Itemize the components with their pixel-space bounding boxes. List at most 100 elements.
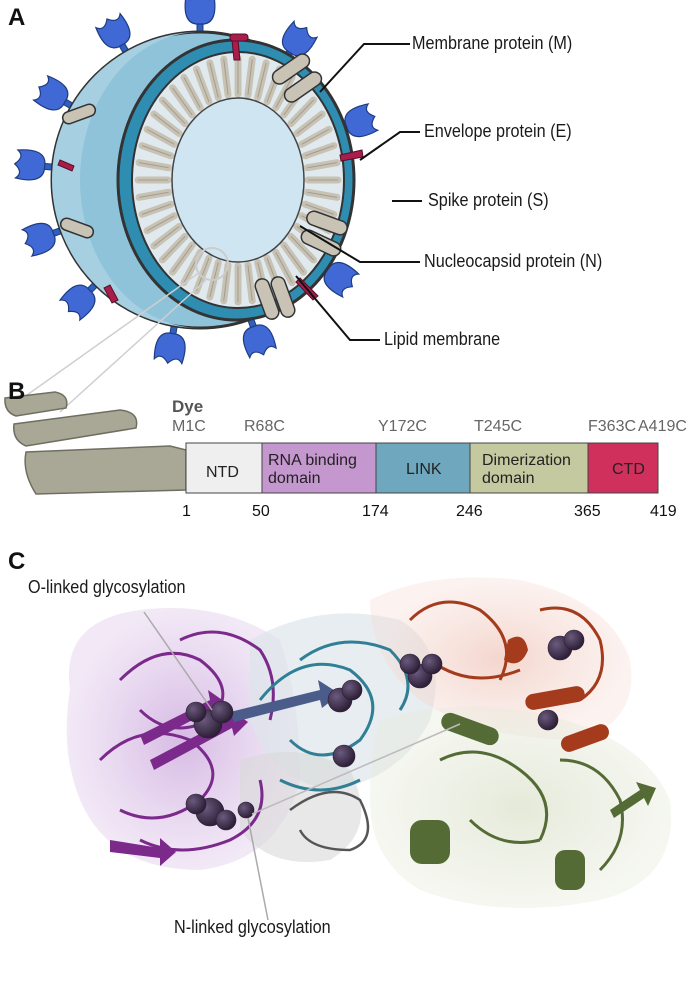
- n-linked-pointer: [247, 817, 269, 921]
- domain-ntd-label: NTD: [206, 464, 239, 481]
- position-365: 365: [574, 503, 601, 520]
- domain-rna-label-line2: domain: [268, 470, 321, 487]
- label-o-linked-glycosylation: O-linked glycosylation: [28, 577, 186, 597]
- nucleocapsid-rod-outline: [290, 235, 314, 261]
- nucleocapsid-rod-outline: [223, 59, 229, 95]
- position-1: 1: [182, 503, 191, 520]
- ribbon-link: [258, 640, 410, 792]
- nucleocapsid-rod-outline: [153, 113, 180, 134]
- glycan-spheres: [185, 629, 585, 831]
- nucleocapsid-ribbon: [4, 391, 187, 495]
- domain-segment-1: [261, 442, 377, 494]
- zoom-line-1: [19, 271, 201, 401]
- nucleocapsid-rod-outline: [141, 203, 172, 215]
- label-lipid-membrane: Lipid membrane: [384, 329, 501, 349]
- beta-sheets-rna-binding: [110, 690, 248, 866]
- nucleocapsid-rod-outline: [195, 68, 210, 102]
- protein-structure: [66, 577, 672, 921]
- nucleocapsid-rod-outline: [283, 244, 304, 273]
- nucleocapsid-rod-outline: [290, 99, 314, 125]
- nucleocapsid-rod-outline: [304, 203, 335, 215]
- nucleocapsid-rod-outline: [195, 258, 210, 292]
- helices-dimerization: [410, 712, 656, 890]
- mutation-a419c: A419C: [638, 418, 687, 435]
- panel-label-b: B: [8, 378, 26, 405]
- nucleocapsid-rod-outline: [275, 77, 293, 108]
- dye-label: Dye: [172, 397, 204, 416]
- glycan-sphere: [537, 709, 559, 731]
- domain-ctd-label: CTD: [612, 461, 645, 478]
- leader-lines: [295, 43, 422, 341]
- nucleocapsid-rod-outline: [257, 62, 267, 98]
- nucleocapsid-rod-outline: [275, 252, 293, 283]
- panel-label-a: A: [8, 4, 26, 31]
- label-nucleocapsid-protein: Nucleocapsid protein (N): [424, 251, 603, 271]
- nucleocapsid-rod-outline: [307, 162, 338, 169]
- mutation-t245c: T245C: [474, 418, 523, 435]
- label-spike-protein: Spike protein (S): [428, 190, 549, 210]
- label-membrane-protein: Membrane protein (M): [412, 33, 573, 53]
- domain-dimer-label-line2: domain: [482, 470, 535, 487]
- glycan-sphere: [210, 700, 234, 724]
- membrane-proteins: [59, 53, 348, 320]
- domain-dimer-label-line1: Dimerization: [482, 452, 571, 469]
- zoom-circle: [195, 247, 229, 281]
- o-linked-pointer: [143, 611, 213, 711]
- position-419: 419: [650, 503, 677, 520]
- nucleocapsid-rod-outline: [146, 215, 175, 232]
- nucleocapsid-rod-outline: [162, 99, 186, 125]
- nucleocapsid-rod-outline: [183, 77, 201, 108]
- glycan-sphere: [563, 629, 585, 651]
- glycan-sphere: [185, 793, 207, 815]
- n-linked-pointer-2: [251, 723, 461, 815]
- domain-segment-0: [185, 442, 263, 494]
- nucleocapsid-rod-outline: [172, 244, 193, 273]
- virion-illustration: [13, 0, 422, 413]
- label-envelope-protein: Envelope protein (E): [424, 121, 572, 141]
- position-174: 174: [362, 503, 389, 520]
- nucleocapsid-rod-outline: [138, 191, 169, 198]
- nucleocapsid-rod-outline: [301, 128, 330, 145]
- nucleocapsid-rod-outline: [146, 128, 175, 145]
- beta-sheet-link: [230, 680, 340, 722]
- domain-segment-2: [375, 442, 471, 494]
- zoom-line-2: [59, 279, 207, 413]
- nucleocapsid-rod-outline: [307, 191, 338, 198]
- domain-bar: [185, 442, 659, 494]
- nucleocapsid-rod-outline: [153, 226, 180, 247]
- mutation-r68c: R68C: [244, 418, 285, 435]
- mutation-y172c: Y172C: [378, 418, 427, 435]
- helices-ctd: [504, 636, 609, 752]
- glycan-sphere: [332, 744, 356, 768]
- domain-rna-label-line1: RNA binding: [268, 452, 357, 469]
- nucleocapsid-rod-outline: [304, 145, 335, 157]
- glycan-sphere: [399, 653, 421, 675]
- nucleocapsid-rod-outline: [296, 113, 323, 134]
- nucleocapsid-rod-outline: [209, 62, 219, 98]
- domain-link-label: LINK: [406, 461, 442, 478]
- nucleocapsid-rod-outline: [162, 235, 186, 261]
- ribbon-dimerization: [439, 750, 624, 872]
- domain-segment-4: [587, 442, 659, 494]
- ribbon-core-loop: [289, 790, 370, 852]
- mutation-m1c: M1C: [172, 418, 206, 435]
- nucleocapsid-rod-outline: [247, 59, 253, 95]
- glycan-sphere: [237, 801, 255, 819]
- glycan-sphere: [421, 653, 443, 675]
- label-n-linked-glycosylation: N-linked glycosylation: [174, 917, 331, 937]
- glycan-sphere: [185, 701, 207, 723]
- mutation-f363c: F363C: [588, 418, 637, 435]
- position-246: 246: [456, 503, 483, 520]
- glycan-sphere: [215, 809, 237, 831]
- surface-core: [240, 752, 362, 862]
- glycan-sphere: [341, 679, 363, 701]
- nucleocapsid-rod-outline: [172, 87, 193, 116]
- domain-segment-3: [469, 442, 589, 494]
- nucleocapsid-rod-outline: [141, 145, 172, 157]
- nucleocapsid-rod-outline: [138, 162, 169, 169]
- virion-core: [171, 97, 305, 263]
- nucleocapsid-rod-outline: [247, 265, 253, 301]
- position-50: 50: [252, 503, 270, 520]
- panel-label-c: C: [8, 548, 26, 575]
